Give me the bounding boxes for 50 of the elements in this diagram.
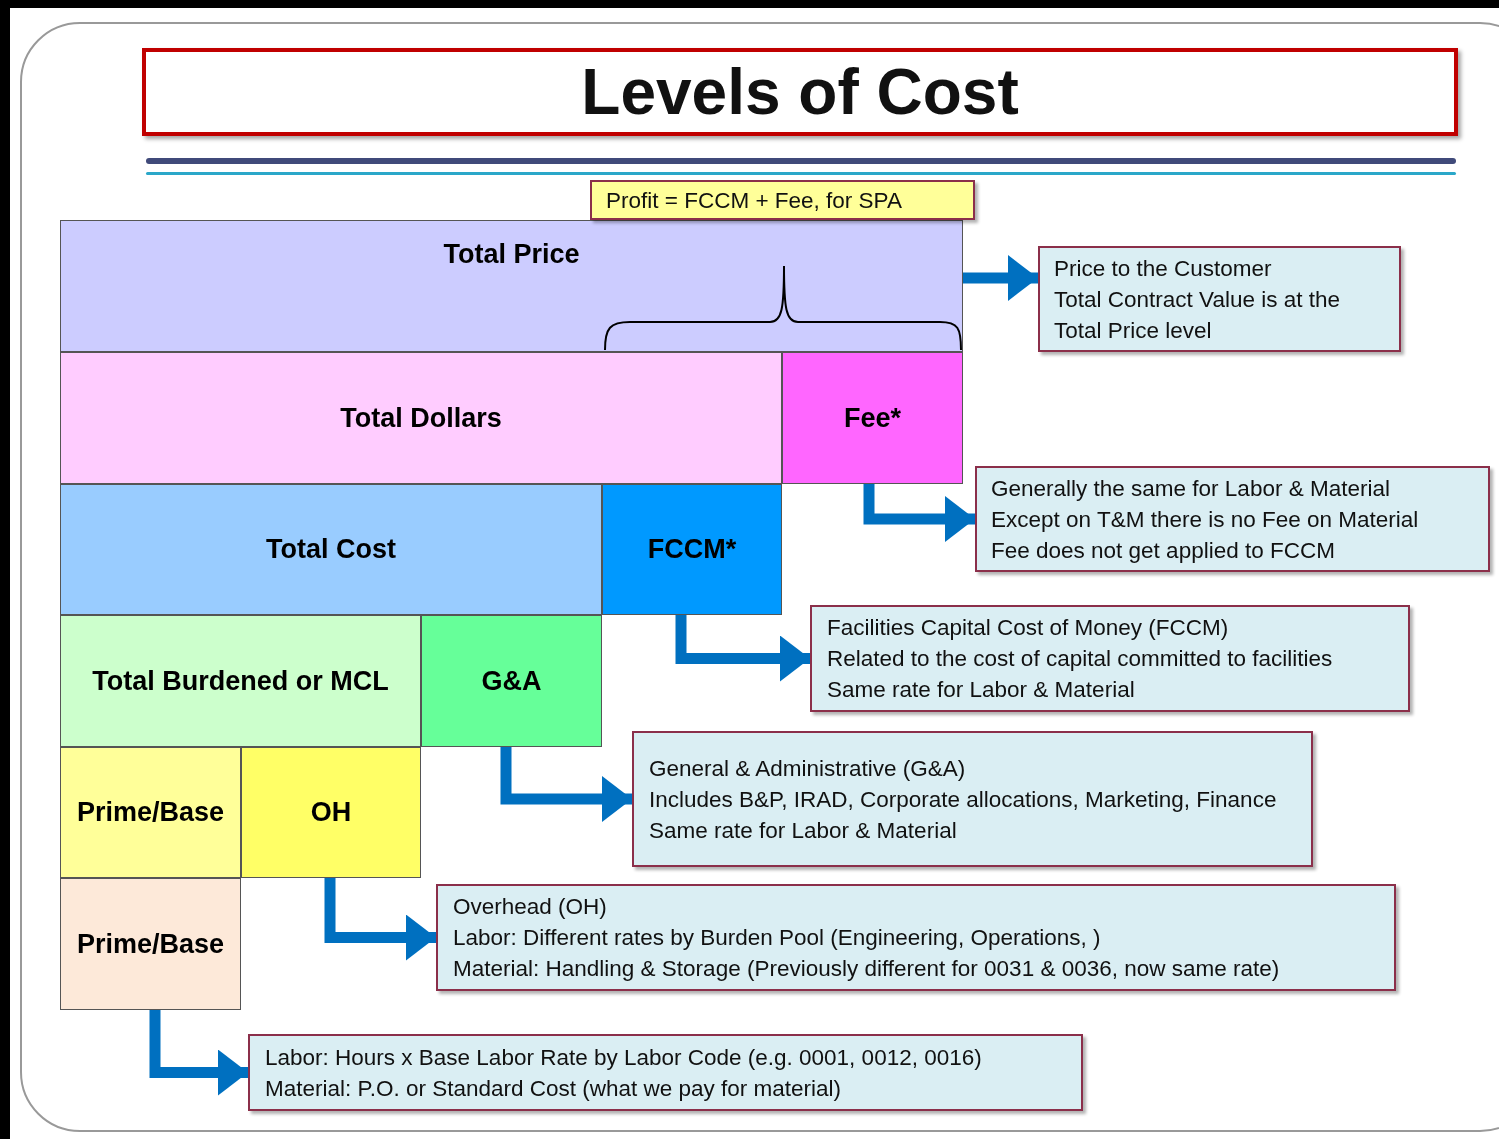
note-text: Profit = FCCM + Fee, for SPA bbox=[606, 186, 903, 215]
note-text: Same rate for Labor & Material bbox=[827, 676, 1136, 704]
note-box bbox=[436, 884, 1396, 991]
arrow bbox=[963, 255, 1038, 301]
note-box bbox=[1038, 246, 1401, 352]
note-text: Material: Handling & Storage (Previously different for 0031 & 0036, now same rate) bbox=[453, 955, 1281, 983]
note-text: Overhead (OH) bbox=[453, 893, 608, 921]
arrow bbox=[324, 878, 436, 961]
cost-level-block bbox=[60, 747, 241, 878]
cost-level-block bbox=[782, 352, 963, 484]
note-text: Includes B&P, IRAD, Corporate allocations, Marketing, Finance bbox=[649, 785, 1278, 814]
block-label: Prime/Base bbox=[76, 797, 225, 828]
block-label: OH bbox=[310, 797, 352, 828]
note-text: Related to the cost of capital committed to facilities bbox=[827, 645, 1334, 673]
arrow bbox=[149, 1010, 248, 1096]
block-label: Total Burdened or MCL bbox=[92, 665, 389, 697]
note-text: Labor: Different rates by Burden Pool (Engineering, Operations, ) bbox=[453, 924, 1102, 952]
note-box bbox=[975, 466, 1490, 572]
note-text: Labor: Hours x Base Labor Rate by Labor Code (e.g. 0001, 0012, 0016) bbox=[265, 1043, 983, 1072]
arrow bbox=[500, 747, 632, 822]
note-text: Same rate for Labor & Material bbox=[649, 816, 958, 845]
cost-level-block bbox=[421, 615, 602, 747]
note-text: Generally the same for Labor & Material bbox=[991, 474, 1391, 503]
cost-level-block bbox=[602, 484, 782, 615]
note-box bbox=[632, 731, 1313, 867]
block-label: Prime/Base bbox=[76, 928, 225, 960]
note-text: Except on T&M there is no Fee on Material bbox=[991, 505, 1420, 534]
arrow bbox=[863, 484, 975, 542]
cost-level-block bbox=[60, 220, 963, 352]
note-text: Facilities Capital Cost of Money (FCCM) bbox=[827, 614, 1230, 642]
block-label: G&A bbox=[481, 665, 542, 697]
block-label: Total Price bbox=[443, 238, 580, 270]
note-text: Material: P.O. or Standard Cost (what we pay for material) bbox=[265, 1074, 843, 1103]
note-text: Fee does not get applied to FCCM bbox=[991, 536, 1336, 565]
note-text: General & Administrative (G&A) bbox=[649, 754, 967, 783]
cost-level-block bbox=[60, 484, 602, 615]
block-label: Fee* bbox=[843, 402, 901, 434]
note-box bbox=[810, 605, 1410, 712]
cost-level-block bbox=[241, 747, 421, 878]
note-text: Total Contract Value is at the Total Price level bbox=[1054, 285, 1341, 345]
note-box bbox=[590, 180, 975, 220]
block-label: FCCM* bbox=[647, 534, 737, 565]
title: Levels of Cost bbox=[581, 55, 1019, 129]
note-text: Price to the Customer bbox=[1054, 254, 1273, 283]
block-label: Total Dollars bbox=[340, 402, 502, 434]
cost-level-block bbox=[60, 615, 421, 747]
cost-level-block bbox=[60, 878, 241, 1010]
block-label: Total Cost bbox=[266, 534, 396, 565]
note-box bbox=[248, 1034, 1083, 1111]
cost-level-block bbox=[60, 352, 782, 484]
